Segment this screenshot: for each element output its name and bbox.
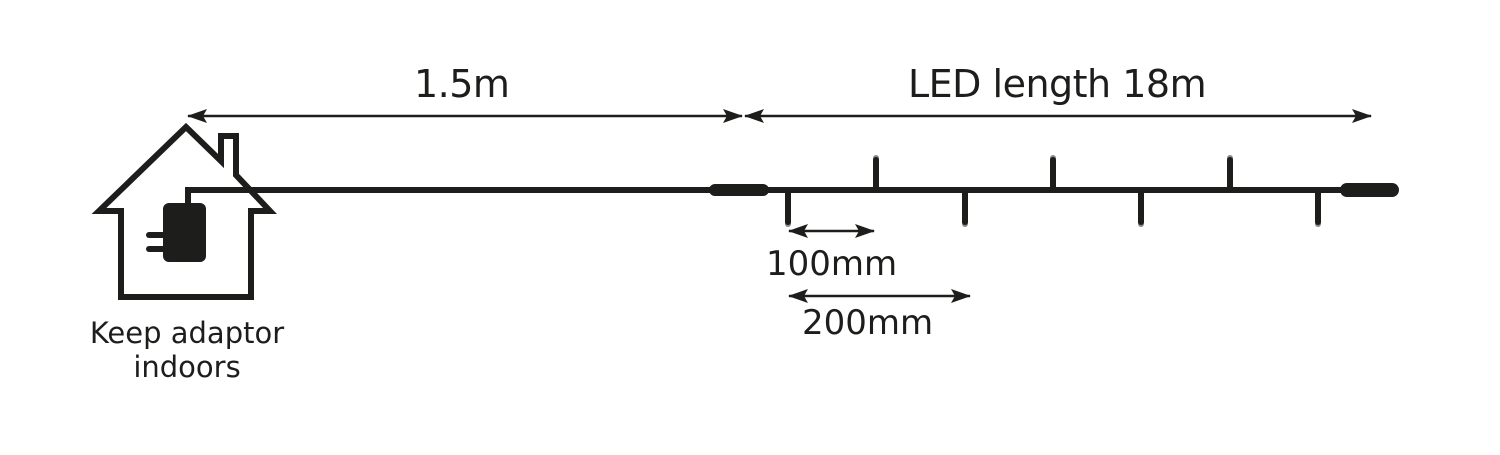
adaptor-note-line2: indoors xyxy=(133,350,241,384)
house-icon xyxy=(91,122,277,300)
adaptor-note: Keep adaptor indoors xyxy=(62,316,312,384)
end-cap xyxy=(1340,183,1399,197)
lead-connector xyxy=(709,184,769,196)
power-adaptor-icon xyxy=(146,187,712,262)
adaptor-note-line1: Keep adaptor xyxy=(89,316,285,350)
spacing-100mm-label: 100mm xyxy=(766,244,898,284)
lead-cable-length-label: 1.5m xyxy=(414,62,510,106)
led-length-label: LED length 18m xyxy=(908,62,1207,106)
spacing-200mm-label: 200mm xyxy=(802,303,934,343)
led-drops xyxy=(785,155,1321,227)
